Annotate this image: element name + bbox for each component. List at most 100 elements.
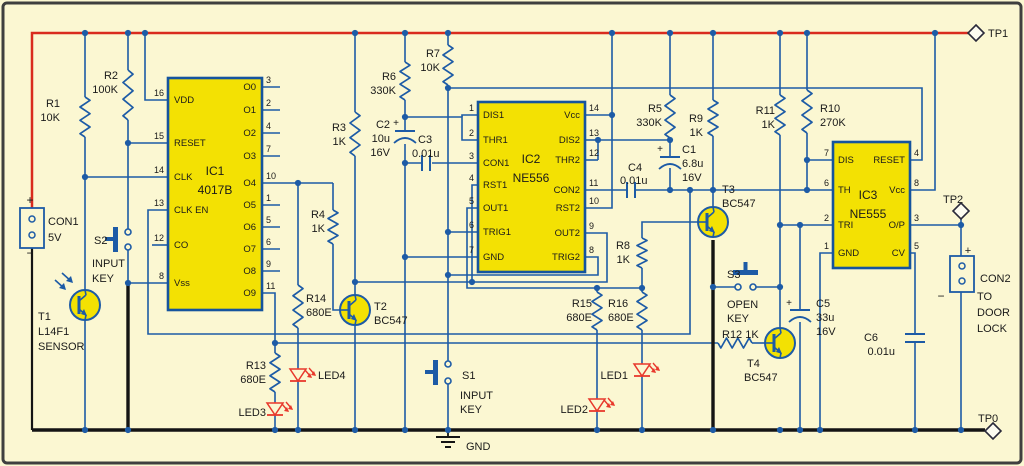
- label-tp1: TP1: [988, 28, 1008, 40]
- label-14: 14: [589, 103, 599, 113]
- junction-dots: [81, 29, 965, 434]
- label-680e: 680E: [608, 312, 634, 324]
- label-r16: R16: [608, 298, 628, 310]
- label-r11: R11: [756, 105, 775, 117]
- label-16v: 16V: [682, 172, 702, 184]
- label-7: 7: [824, 148, 829, 158]
- label-10k: 10K: [40, 112, 60, 124]
- label-6-8u: 6.8u: [682, 158, 703, 170]
- label-ic2: IC2: [522, 152, 541, 166]
- transistor-T2-BC547: [339, 294, 371, 326]
- label-1k: 1K: [312, 223, 326, 235]
- label-12: 12: [589, 148, 599, 158]
- label-1k: 1K: [762, 119, 776, 131]
- label-o9: O9: [243, 288, 256, 299]
- resistor-R6: [399, 61, 411, 101]
- label-c4: C4: [628, 162, 642, 174]
- label-6: 6: [824, 178, 829, 188]
- label-tri: TRI: [838, 220, 853, 231]
- label-bc547: BC547: [722, 198, 756, 210]
- label-8: 8: [589, 245, 594, 255]
- label-con1: CON1: [48, 216, 79, 228]
- resistor-R14: [292, 284, 304, 329]
- label-680e: 680E: [566, 312, 592, 324]
- ground-rails: [30, 240, 985, 432]
- label-trig2: TRIG2: [552, 252, 580, 263]
- label-r5: R5: [648, 103, 662, 115]
- label-13: 13: [154, 198, 164, 208]
- label-trig1: TRIG1: [483, 227, 511, 238]
- label-10u: 10u: [372, 133, 390, 145]
- label-s1: S1: [462, 370, 475, 382]
- label-4: 4: [914, 148, 919, 158]
- ic3-ne555: [831, 140, 912, 270]
- label-680e: 680E: [306, 307, 332, 319]
- label-ne555: NE555: [850, 207, 887, 221]
- label-ne556: NE556: [513, 171, 550, 185]
- connector-CON1: [19, 207, 45, 249]
- label-: +: [657, 144, 663, 155]
- label-o1: O1: [243, 105, 256, 116]
- label-2: 2: [266, 98, 271, 108]
- label-door: DOOR: [977, 307, 1010, 319]
- resistor-R16: [636, 291, 648, 331]
- label-tp2: TP2: [943, 194, 963, 206]
- transistor-T3-BC547: [697, 206, 729, 238]
- label-270k: 270K: [820, 117, 846, 129]
- label-to: TO: [977, 291, 993, 303]
- label-thr1: THR1: [483, 135, 508, 146]
- label-out1: OUT1: [483, 203, 508, 214]
- label-con2: CON2: [980, 273, 1011, 285]
- labels: TP1TP2TP0GNDR110KR2100KCON15V+−S2INPUTKE…: [26, 28, 1010, 453]
- label-9: 9: [266, 259, 271, 269]
- label-r15: R15: [572, 298, 592, 310]
- led-LED1: [632, 362, 660, 378]
- label-t4: T4: [747, 358, 760, 370]
- label-bc547: BC547: [374, 315, 408, 327]
- ic1-4017b: [166, 76, 264, 312]
- label-7: 7: [266, 144, 271, 154]
- label-: −: [26, 246, 33, 260]
- label-dis1: DIS1: [483, 110, 504, 121]
- label-reset: RESET: [873, 155, 905, 166]
- resistor-R3: [349, 111, 361, 157]
- transistor-T4-BC547: [764, 327, 796, 359]
- label-6: 6: [469, 220, 474, 230]
- label-s3: S3: [727, 269, 740, 281]
- led-LED2: [587, 397, 615, 413]
- label-0-01u: 0.01u: [412, 148, 440, 160]
- label-o7: O7: [243, 244, 256, 255]
- testpoint-TP1: [966, 23, 986, 43]
- capacitor-C1: [658, 156, 682, 170]
- label-r13: R13: [246, 360, 266, 372]
- capacitor-C2: [393, 130, 417, 144]
- label-: +: [26, 193, 33, 207]
- label-open: OPEN: [727, 299, 758, 311]
- label-16v: 16V: [370, 147, 390, 159]
- label-12: 12: [154, 233, 164, 243]
- label-o5: O5: [243, 200, 256, 211]
- label-dis: DIS: [838, 155, 854, 166]
- label-co: CO: [174, 240, 188, 251]
- resistor-R10: [801, 89, 813, 134]
- label-c1: C1: [682, 144, 696, 156]
- label-o3: O3: [243, 151, 256, 162]
- label-gnd: GND: [483, 252, 504, 263]
- label-lock: LOCK: [977, 323, 1008, 335]
- label-r14: R14: [306, 293, 326, 305]
- label-6: 6: [266, 237, 271, 247]
- light-arrows-icon: [54, 272, 73, 290]
- positive-supply-rail: [30, 31, 968, 208]
- label-r10: R10: [820, 103, 840, 115]
- led-LED4: [288, 367, 316, 383]
- label-ic3: IC3: [859, 188, 878, 202]
- supply-rail: [30, 31, 968, 208]
- label-4: 4: [266, 121, 271, 131]
- resistor-R7: [442, 44, 454, 86]
- resistor-R9: [707, 99, 719, 137]
- label-t1: T1: [38, 311, 51, 323]
- label-o-p: O/P: [889, 220, 905, 231]
- label-15: 15: [154, 131, 164, 141]
- label-sensor: SENSOR: [38, 341, 85, 353]
- capacitor-C6: [905, 333, 925, 343]
